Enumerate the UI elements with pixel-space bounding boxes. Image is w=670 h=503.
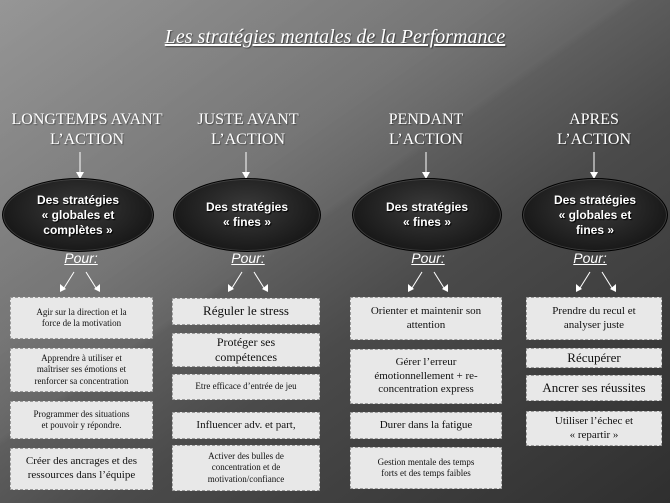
pour-label: Pour: xyxy=(411,250,445,266)
arrows-pour xyxy=(408,271,448,292)
list-item: Durer dans la fatigue xyxy=(350,412,502,439)
column-longtemps-avant: LONGTEMPS AVANT L’ACTION Des stratégies … xyxy=(0,0,174,503)
strategy-ellipse: Des stratégies « globales et complètes » xyxy=(2,178,154,252)
list-item: Récupérer xyxy=(526,348,662,368)
arrow-heading-to-strategy xyxy=(242,152,250,179)
list-item: Influencer adv. et part, xyxy=(172,412,320,439)
list-item: Prendre du recul et analyser juste xyxy=(526,297,662,340)
arrow-heading-to-strategy xyxy=(422,152,430,179)
strategy-ellipse: Des stratégies « fines » xyxy=(352,178,502,252)
column-heading: PENDANT L’ACTION xyxy=(388,111,464,148)
arrow-heading-to-strategy xyxy=(76,152,84,179)
slide-title: Les stratégies mentales de la Performanc… xyxy=(164,26,506,48)
list-item: Activer des bulles de concentration et d… xyxy=(172,445,320,491)
column-heading: LONGTEMPS AVANT L’ACTION xyxy=(11,111,163,148)
strategy-ellipse: Des stratégies « globales et fines » xyxy=(522,178,668,252)
column-pendant: PENDANT L’ACTION Des stratégies « fines … xyxy=(340,0,512,503)
column-apres: APRES L’ACTION Des stratégies « globales… xyxy=(518,0,670,503)
pour-label: Pour: xyxy=(64,250,98,266)
column-heading: APRES L’ACTION xyxy=(556,111,632,148)
list-item: Utiliser l’échec et « repartir » xyxy=(526,411,662,446)
pour-label: Pour: xyxy=(573,250,607,266)
list-item: Ancrer ses réussites xyxy=(526,375,662,401)
arrow-heading-to-strategy xyxy=(590,152,598,179)
list-item: Agir sur la direction et la force de la … xyxy=(10,297,153,339)
list-item: Protéger ses compétences xyxy=(172,333,320,367)
column-heading: JUSTE AVANT L’ACTION xyxy=(197,111,299,148)
list-item: Programmer des situations et pouvoir y r… xyxy=(10,401,153,439)
column-juste-avant: JUSTE AVANT L’ACTION Des stratégies « fi… xyxy=(166,0,330,503)
arrows-pour xyxy=(576,271,616,292)
list-item: Orienter et maintenir son attention xyxy=(350,297,502,340)
list-item: Créer des ancrages et des ressources dan… xyxy=(10,448,153,490)
list-item: Apprendre à utiliser et maîtriser ses ém… xyxy=(10,348,153,392)
list-item: Gestion mentale des temps forts et des t… xyxy=(350,447,502,489)
arrows-pour xyxy=(60,271,100,292)
list-item: Gérer l’erreur émotionnellement + re- co… xyxy=(350,349,502,404)
list-item: Etre efficace d’entrée de jeu xyxy=(172,374,320,400)
pour-label: Pour: xyxy=(231,250,265,266)
list-item: Réguler le stress xyxy=(172,298,320,325)
arrows-pour xyxy=(228,271,268,292)
strategy-ellipse: Des stratégies « fines » xyxy=(173,178,321,252)
